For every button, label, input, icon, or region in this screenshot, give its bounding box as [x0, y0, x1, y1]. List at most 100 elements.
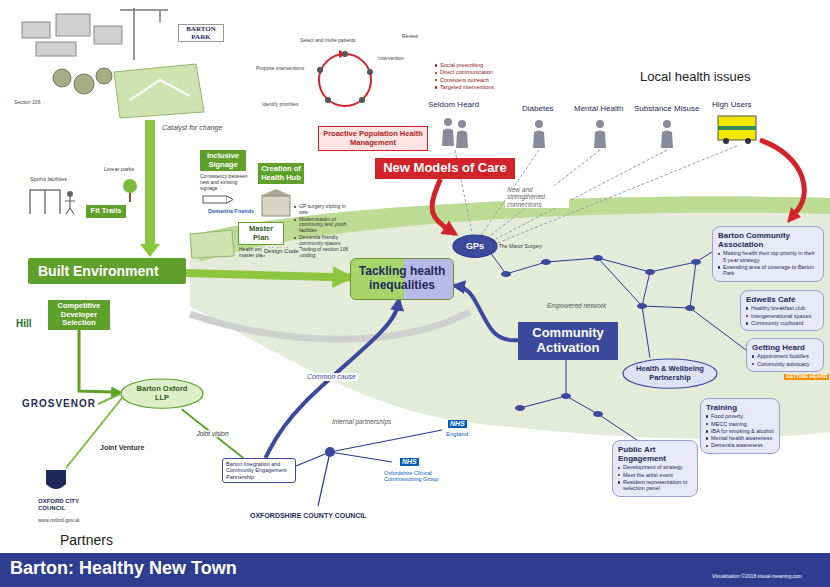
node-body: Making health their top priority in thei… — [718, 250, 818, 263]
ambulance-wheel — [745, 138, 751, 144]
network-dot — [593, 411, 603, 417]
connector — [432, 179, 455, 234]
cycle-person — [359, 97, 365, 103]
network-dot — [501, 271, 511, 277]
node-heading: Community Activation — [524, 326, 612, 356]
logo-text: GETTING HEARD — [784, 374, 829, 380]
logo-text: Dementia Friends — [208, 208, 254, 214]
theme-box: Built Environment — [28, 258, 186, 284]
note-text: New and strengthened connections — [505, 186, 569, 208]
note-text: Design Code — [262, 248, 301, 255]
node-body: Pooling of section 106 funding — [294, 247, 352, 259]
node-heading: Built Environment — [38, 263, 176, 279]
person-head — [663, 120, 671, 128]
person-body — [442, 129, 454, 147]
node-heading: Master Plan — [242, 225, 280, 242]
person-body — [661, 131, 673, 149]
node-heading: Training — [706, 403, 774, 412]
node-body: Extending area of coverage to Barton Par… — [718, 264, 818, 277]
node-body-group: GP surgery tripling in sizeModernisation… — [294, 203, 352, 259]
diagram-title: Barton: Healthy New Town — [10, 558, 237, 579]
node-body: Dementia friendly community spaces — [294, 235, 352, 247]
network-dot — [637, 303, 647, 309]
money-bag — [53, 69, 71, 87]
node-body: Healthy breakfast club — [746, 305, 818, 311]
logo-text: England — [446, 431, 468, 438]
connector — [265, 300, 398, 458]
node-body: Consistency between new and existing sig… — [200, 174, 252, 191]
node-heading: Health & Wellbeing Partnership — [636, 365, 704, 382]
node-body: Community advocacy — [752, 361, 818, 367]
action-box: Creation of Health HubGP surgery triplin… — [258, 163, 304, 184]
sign-arrow — [227, 196, 233, 203]
ambulance-stripe — [718, 126, 756, 130]
logo-text: Oxfordshire Clinical Commissioning Group — [384, 470, 460, 483]
activity-bubble: Public Art EngagementDevelopment of stra… — [612, 440, 698, 497]
cycle-person — [325, 97, 331, 103]
issue-label: Diabetes — [522, 104, 554, 113]
network-dot — [691, 259, 701, 265]
partner-lines — [296, 430, 442, 506]
network-dot — [515, 405, 525, 411]
cycle-step: Select and invite patients — [300, 38, 356, 44]
care-cycle — [319, 54, 371, 106]
cycle-step: Review — [402, 34, 418, 40]
cycle-person — [317, 67, 323, 73]
node-body: Targeted interventions — [435, 84, 519, 90]
logo-text: OXFORD CITY COUNCIL — [38, 498, 92, 512]
plan-box: Master PlanHealth embedded in the master… — [238, 222, 284, 245]
cycle-arrow-head — [339, 50, 347, 58]
node-heading: Barton Integration and Community Engagem… — [226, 461, 292, 480]
ellipse-shape — [453, 235, 497, 257]
node-body: Meet the artist event — [618, 472, 692, 478]
node-body: GP surgery tripling in size — [294, 204, 352, 216]
note-text: Joint Venture — [100, 444, 144, 452]
activity-bubble: Getting HeardAppointment buddiesCommunit… — [746, 338, 824, 372]
cycle-person — [367, 69, 373, 75]
note-text: Linear parks — [104, 166, 134, 172]
person-body — [65, 197, 75, 214]
logo-text: NHS — [448, 420, 467, 428]
issue-label: Mental Health — [574, 104, 623, 113]
network-dot — [561, 393, 571, 399]
node-body: Appointment buddies — [752, 353, 818, 359]
node-heading: GPs — [466, 241, 484, 251]
gp-ellipse: GPs — [452, 234, 498, 258]
cycle-step: Intervention — [378, 56, 404, 62]
connector — [454, 286, 518, 341]
person-body — [533, 131, 545, 149]
money-bag — [96, 68, 112, 84]
council-crest — [46, 470, 66, 489]
node-heading: Proactive Population Health Management — [323, 130, 423, 147]
note-text: www.oxford.gov.uk — [38, 518, 80, 524]
care-arc — [760, 140, 804, 214]
person-body — [594, 131, 606, 149]
person-head — [444, 118, 452, 126]
connector — [182, 409, 244, 458]
node-heading: Public Art Engagement — [618, 445, 692, 463]
node-body: Resident representation in selection pan… — [618, 479, 692, 492]
connector-label: Common cause — [305, 373, 358, 381]
node-heading: Barton Community Association — [718, 231, 818, 249]
ellipse-shape — [623, 359, 717, 388]
note-text: Section 106 — [14, 100, 40, 106]
credit-text: Visualisation ©2018 visual-meaning.com — [712, 574, 802, 580]
node-body-group: Social prescribingDirect communicationCo… — [435, 61, 519, 90]
issue-label: Substance Misuse — [634, 104, 699, 113]
hub-roof — [260, 189, 292, 196]
tree — [123, 179, 137, 193]
building-block — [22, 22, 50, 38]
site-map-road — [130, 80, 190, 100]
ambulance — [718, 116, 756, 140]
node-heading: Tackling health inequalities — [357, 265, 447, 293]
node-heading: Fit Trails — [89, 207, 123, 216]
sign — [203, 196, 227, 203]
node-body: Community cupboard — [746, 320, 818, 326]
master-plan-map — [190, 230, 234, 258]
partner-ellipse: Barton Oxford LLP — [120, 378, 204, 409]
node-heading: New Models of Care — [381, 161, 509, 176]
ambulance-wheel — [723, 138, 729, 144]
ellipse-shape — [121, 379, 203, 408]
